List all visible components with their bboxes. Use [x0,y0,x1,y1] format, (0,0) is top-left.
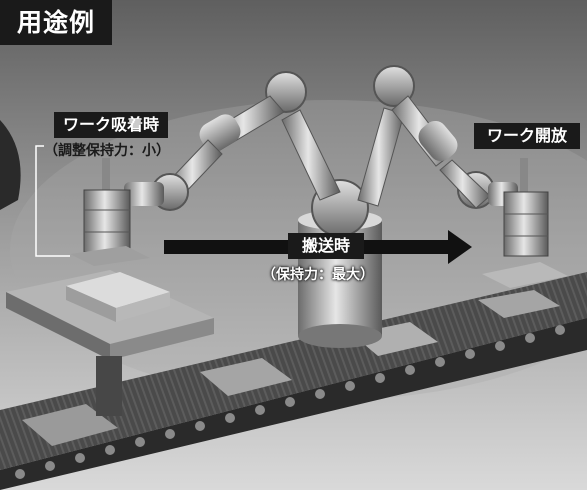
note-transport: （保持力：最大） [262,267,374,283]
page-title: 用途例 [0,0,112,45]
gripper-icon [482,158,568,288]
label-release: ワーク開放 [474,123,580,149]
note-adsorb: （調整保持力：小） [44,143,170,159]
leader-line [35,145,70,257]
conveyor-belt-icon [0,272,587,490]
label-transport: 搬送時 [288,233,364,259]
pedestal-icon [6,270,214,416]
label-adsorb: ワーク吸着時 [54,112,168,138]
gripper-icon [70,158,150,266]
left-edge-shape [0,120,21,210]
